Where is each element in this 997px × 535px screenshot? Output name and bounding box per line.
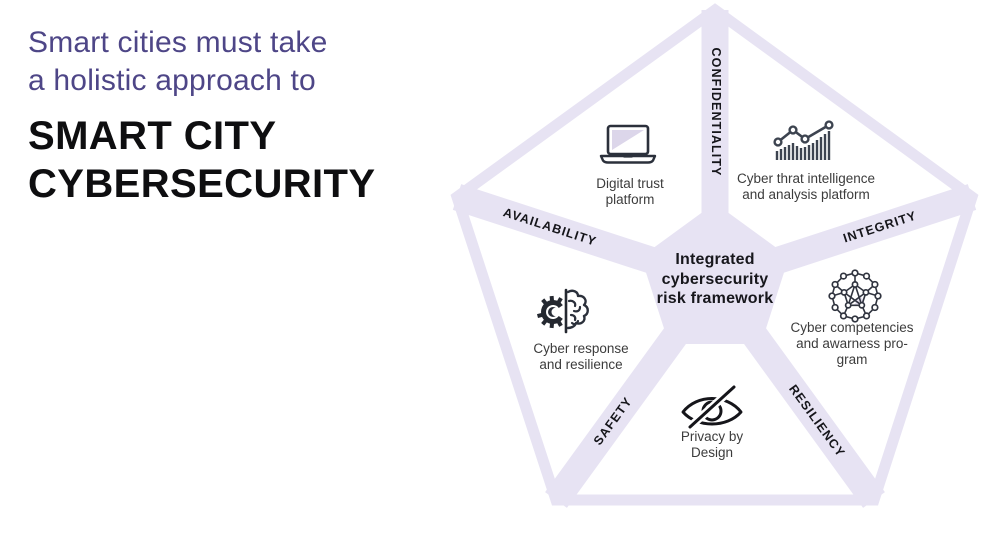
item-label-privacy-1: Privacy by [681,429,744,444]
item-label-competencies-3: gram [837,352,868,367]
gear-brain-icon [537,288,589,334]
edge-label-resiliency: RESILIENCY [786,382,848,460]
subtitle-line-2: a holistic approach to [28,64,316,97]
center-text: Integrated cybersecurity risk framework [657,251,774,307]
item-label-response-1: Cyber response [533,341,628,356]
title-line-1: SMART CITY [28,114,277,158]
item-label-competencies-2: and awarness pro- [796,336,908,351]
center-line-3: risk framework [657,290,774,307]
item-label-privacy-2: Design [691,445,733,460]
title-line-2: CYBERSECURITY [28,162,376,206]
center-line-2: cybersecurity [662,271,769,288]
item-label-threat-intel-1: Cyber thrat intelligence [737,171,875,186]
edge-label-confidentiality: CONFIDENTIALITY [709,48,723,177]
laptop-icon [599,124,657,164]
item-label-digital-trust-2: platform [606,192,655,207]
subtitle-line-1: Smart cities must take [28,26,328,59]
item-label-threat-intel-2: and analysis platform [742,187,870,202]
network-sphere-icon [828,269,882,323]
item-label-competencies-1: Cyber competencies [790,320,913,335]
center-line-1: Integrated [675,251,754,268]
outer-pentagon-outline [450,3,979,506]
laptop-screen-reflection [612,130,644,150]
item-label-digital-trust-1: Digital trust [596,176,664,191]
eye-slash-icon [681,385,743,429]
item-label-response-2: and resilience [539,357,622,372]
headline-subtitle: Smart cities must take a holistic approa… [28,24,375,100]
headline-block: Smart cities must take a holistic approa… [28,24,375,208]
bar-chart-icon [773,120,834,160]
center-pentagon [641,203,789,344]
headline-title: SMART CITY CYBERSECURITY [28,112,375,208]
